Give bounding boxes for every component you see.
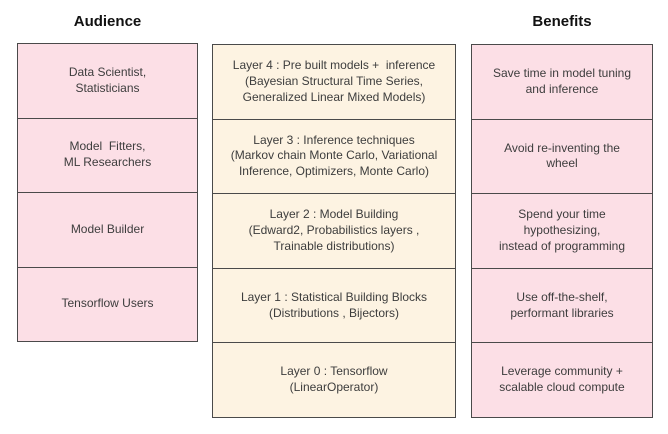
audience-cell-data-scientists: Data Scientist, Statisticians [18,44,197,119]
benefit-cell-off-the-shelf: Use off-the-shelf, performant libraries [472,268,652,344]
benefits-column: Save time in model tuning and inference … [471,44,653,418]
layer-4-cell: Layer 4 : Pre built models + inference (… [213,45,455,120]
audience-cell-tensorflow-users: Tensorflow Users [18,267,197,341]
benefits-column-header: Benefits [532,12,592,30]
audience-cell-model-fitters: Model Fitters, ML Researchers [18,118,197,193]
benefit-cell-avoid-reinventing: Avoid re-inventing the wheel [472,119,652,195]
layer-2-cell: Layer 2 : Model Building (Edward2, Proba… [213,194,455,269]
layers-column: Layer 4 : Pre built models + inference (… [212,44,456,418]
audience-column-header: Audience [73,12,142,30]
benefit-cell-spend-time: Spend your time hypothesizing, instead o… [472,194,652,269]
audience-column: Data Scientist, Statisticians Model Fitt… [17,43,198,342]
layer-0-cell: Layer 0 : Tensorflow (LinearOperator) [213,343,455,417]
audience-cell-model-builder: Model Builder [18,193,197,268]
benefit-cell-save-time: Save time in model tuning and inference [472,45,652,120]
layer-1-cell: Layer 1 : Statistical Building Blocks (D… [213,268,455,344]
benefit-cell-leverage-community: Leverage community + scalable cloud comp… [472,343,652,417]
layer-3-cell: Layer 3 : Inference techniques (Markov c… [213,119,455,195]
